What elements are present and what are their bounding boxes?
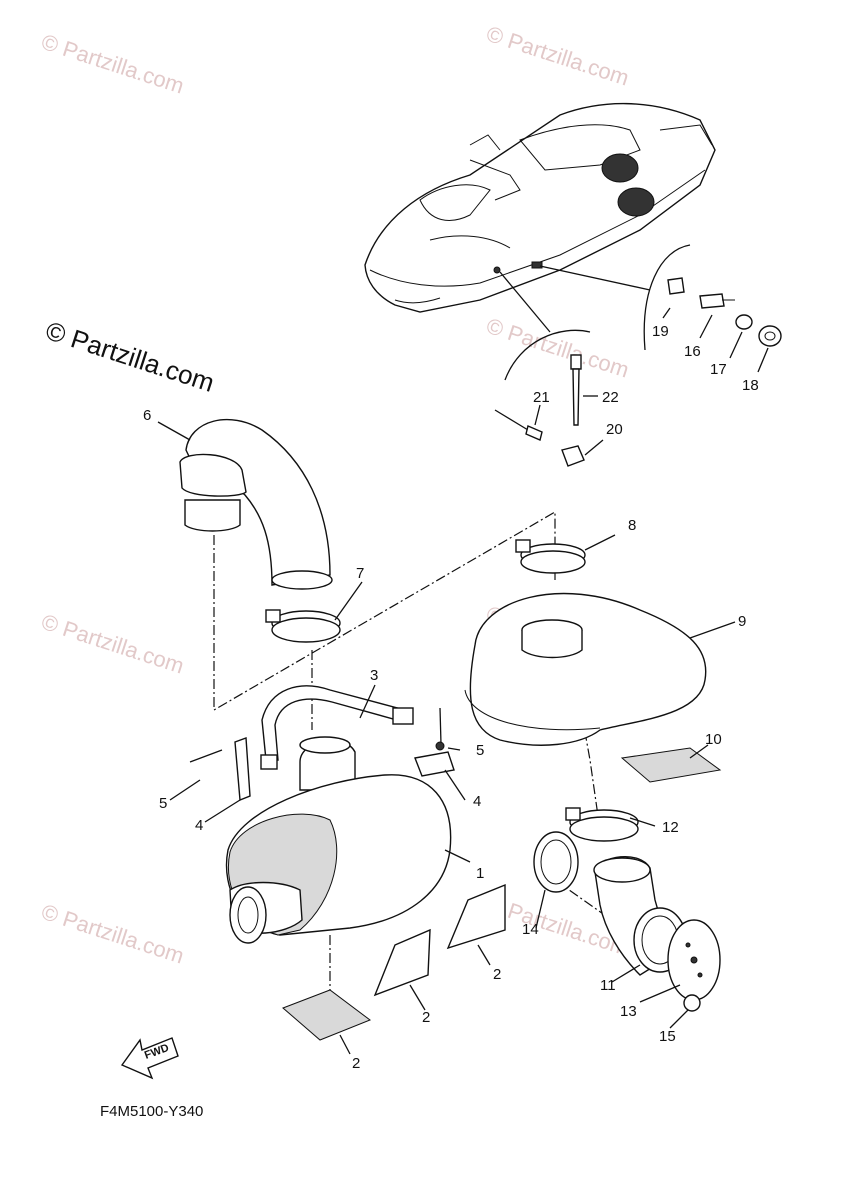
callout-6: 6 [143, 407, 151, 424]
callout-17: 17 [710, 361, 727, 378]
callout-2: 2 [493, 966, 501, 983]
callout-7: 7 [356, 565, 364, 582]
watercraft-illustration [364, 102, 716, 313]
watermark: © Partzilla.com [483, 21, 632, 91]
bracket-16-19 [643, 244, 691, 351]
pad-10 [620, 747, 722, 783]
callout-10: 10 [705, 731, 722, 748]
callout-16: 16 [684, 343, 701, 360]
nut-15 [683, 994, 701, 1012]
air-filter-box-1 [225, 736, 452, 944]
callout-20: 20 [606, 421, 623, 438]
callout-2: 2 [422, 1009, 430, 1026]
fwd-arrow: FWD [120, 1037, 179, 1080]
bracket-and-rivet-parts [189, 707, 455, 802]
guard-plates-2 [282, 883, 506, 1041]
callout-4: 4 [195, 817, 203, 834]
callout-9: 9 [738, 613, 746, 630]
leader-lines [157, 421, 736, 1055]
plate-13 [667, 919, 721, 1001]
ring-14 [533, 831, 579, 893]
intake-duct-6 [179, 418, 333, 590]
bracket-21-22 [504, 329, 591, 381]
callout-5: 5 [159, 795, 167, 812]
watermark: © Partzilla.com [483, 313, 632, 383]
strap-3 [260, 685, 414, 770]
callout-14: 14 [522, 921, 539, 938]
clamp-8 [515, 539, 586, 574]
callout-15: 15 [659, 1028, 676, 1045]
watermark-main: © Partzilla.com [42, 315, 218, 398]
callout-5: 5 [476, 742, 484, 759]
callout-13: 13 [620, 1003, 637, 1020]
callout-4: 4 [473, 793, 481, 810]
callout-22: 22 [602, 389, 619, 406]
callout-21: 21 [533, 389, 550, 406]
watermark: © Partzilla.com [38, 899, 187, 969]
drain-plug-assembly [667, 277, 782, 347]
watermark: © Partzilla.com [38, 29, 187, 99]
callout-18: 18 [742, 377, 759, 394]
callout-3: 3 [370, 667, 378, 684]
clamp-7 [265, 609, 341, 643]
callout-12: 12 [662, 819, 679, 836]
clamp-12 [565, 807, 639, 842]
resonator-chamber-9 [464, 592, 707, 746]
cable-tie-and-clip [494, 354, 585, 467]
callouts: 6 7 3 5 5 4 4 1 2 2 2 8 9 10 12 14 11 13… [143, 323, 759, 1072]
callout-1: 1 [476, 865, 484, 882]
callout-8: 8 [628, 517, 636, 534]
diagram-code: F4M5100-Y340 [100, 1103, 203, 1120]
callout-11: 11 [600, 977, 616, 994]
callout-2: 2 [352, 1055, 360, 1072]
callout-19: 19 [652, 323, 669, 340]
watermark: © Partzilla.com [38, 609, 187, 679]
